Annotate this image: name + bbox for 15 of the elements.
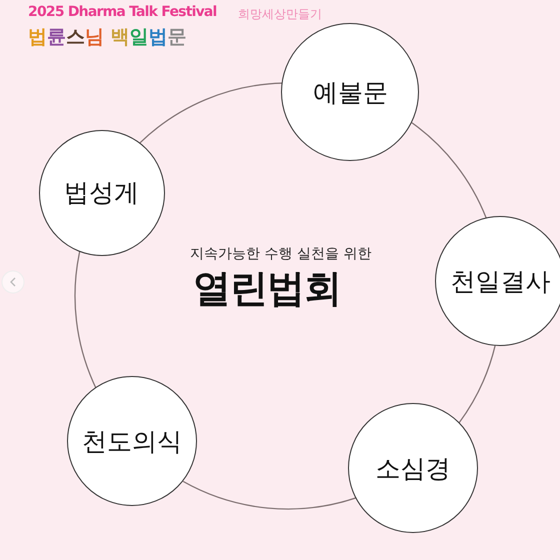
node-label: 천도의식 [82, 426, 182, 458]
connector-arc [182, 480, 356, 510]
connector-arc [74, 251, 96, 388]
slogan-text: 희망세상만들기 [238, 6, 322, 23]
node-label: 소심경 [376, 452, 451, 485]
connector-arc [458, 346, 496, 424]
node-label: 법성게 [64, 177, 140, 210]
node-label: 천일결사 [450, 266, 550, 298]
subtitle: 지속가능한 수행 실천을 위한 [190, 245, 372, 263]
main-heading: 열린법회 [193, 265, 341, 312]
connector-arc [412, 122, 487, 218]
festival-title: 2025 Dharma Talk Festival [28, 4, 217, 20]
connector-arc [140, 82, 282, 144]
node-label: 예불문 [312, 76, 388, 109]
lecture-title: 법륜스님 백일법문 [28, 25, 187, 50]
